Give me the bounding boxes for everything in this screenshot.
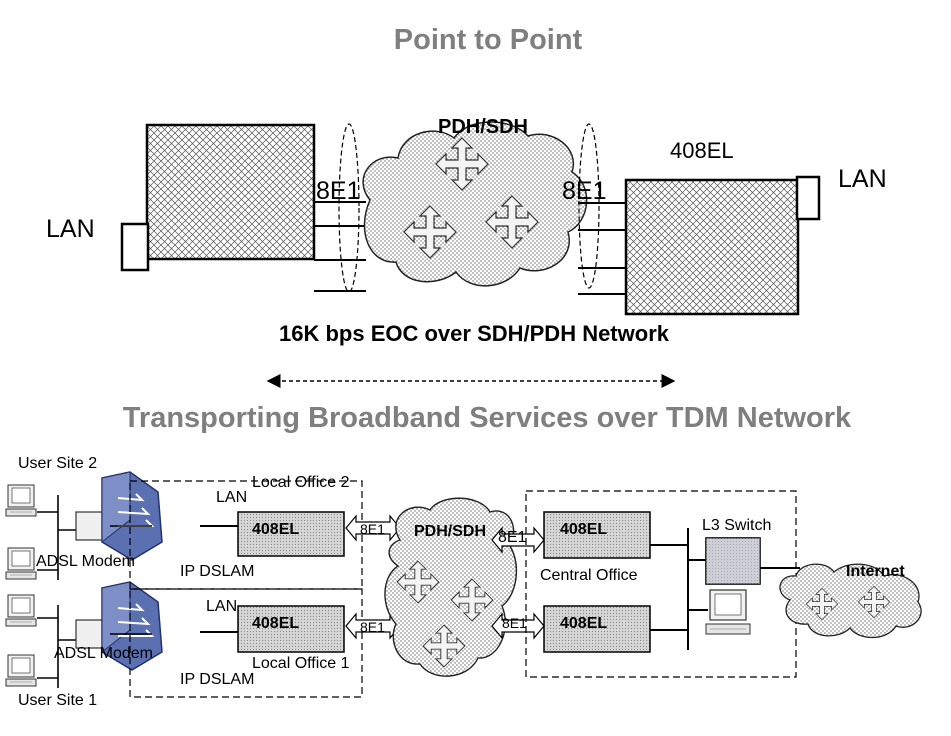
ip-dslam-upper-label: IP DSLAM	[180, 563, 254, 580]
right-e1-lines	[578, 202, 626, 295]
right-e1-bundle	[578, 123, 600, 289]
lan-lower-label: LAN	[206, 598, 237, 615]
408el-local-office-2	[237, 511, 345, 557]
top-title: Point to Point	[394, 24, 583, 56]
user-site-wiring	[37, 495, 78, 688]
e1-co-lower-label: 8E1	[502, 615, 527, 631]
computer-icon	[5, 484, 37, 517]
bottom-cloud-label: PDH/SDH	[414, 523, 486, 540]
left-device	[145, 123, 316, 261]
right-e1-label: 8E1	[562, 177, 606, 205]
408el-central-lower	[543, 605, 651, 653]
right-lan-label: LAN	[838, 165, 887, 193]
right-device	[624, 178, 800, 316]
top-cloud-label: PDH/SDH	[438, 116, 528, 138]
e1-co-upper-label: 8E1	[498, 529, 527, 546]
computer-icon	[5, 547, 37, 580]
top-cloud	[362, 121, 588, 287]
internet-cloud	[779, 563, 922, 639]
left-e1-bundle	[338, 123, 360, 293]
left-e1-lines	[314, 201, 366, 292]
user-site-1-label: User Site 1	[18, 692, 97, 709]
local-office-1-box	[129, 588, 363, 698]
408el-local-office-2-label: 408EL	[252, 521, 299, 538]
e1-lo2-label: 8E1	[360, 521, 385, 537]
internet-label: Internet	[846, 563, 905, 580]
computer-icon	[705, 589, 751, 635]
dslam-icon-upper	[101, 471, 163, 561]
left-lan-port	[120, 222, 150, 272]
l3-switch-label: L3 Switch	[702, 517, 771, 534]
lan-upper-label: LAN	[216, 489, 247, 506]
central-office-label: Central Office	[540, 567, 638, 584]
adsl-modem-upper-label: ADSL Modem	[36, 553, 135, 570]
adsl-modem-lower-label: ADSL Modem	[54, 645, 153, 662]
eoc-caption: 16K bps EOC over SDH/PDH Network	[279, 321, 670, 346]
left-e1-label: 8E1	[316, 177, 360, 205]
switch-icon	[705, 537, 761, 585]
left-lan-label: LAN	[46, 215, 95, 243]
408el-local-office-1-label: 408EL	[252, 615, 299, 632]
408el-central-lower-label: 408EL	[560, 615, 607, 632]
right-lan-port	[795, 175, 821, 221]
bottom-cloud	[384, 497, 518, 677]
central-backbone	[650, 528, 708, 650]
ip-dslam-lower-label: IP DSLAM	[180, 671, 254, 688]
right-device-label: 408EL	[670, 138, 734, 163]
user-site-2-label: User Site 2	[18, 455, 97, 472]
computer-icon	[5, 654, 37, 687]
e1-lo1-label: 8E1	[360, 619, 385, 635]
408el-local-office-1	[237, 605, 345, 653]
408el-central-upper-label: 408EL	[560, 521, 607, 538]
local-office-1-label: Local Office 1	[252, 655, 350, 672]
408el-central-upper	[543, 511, 651, 559]
bottom-title: Transporting Broadband Services over TDM…	[123, 402, 852, 434]
local-office-2-label: Local Office 2	[252, 474, 350, 491]
computer-icon	[5, 594, 37, 627]
